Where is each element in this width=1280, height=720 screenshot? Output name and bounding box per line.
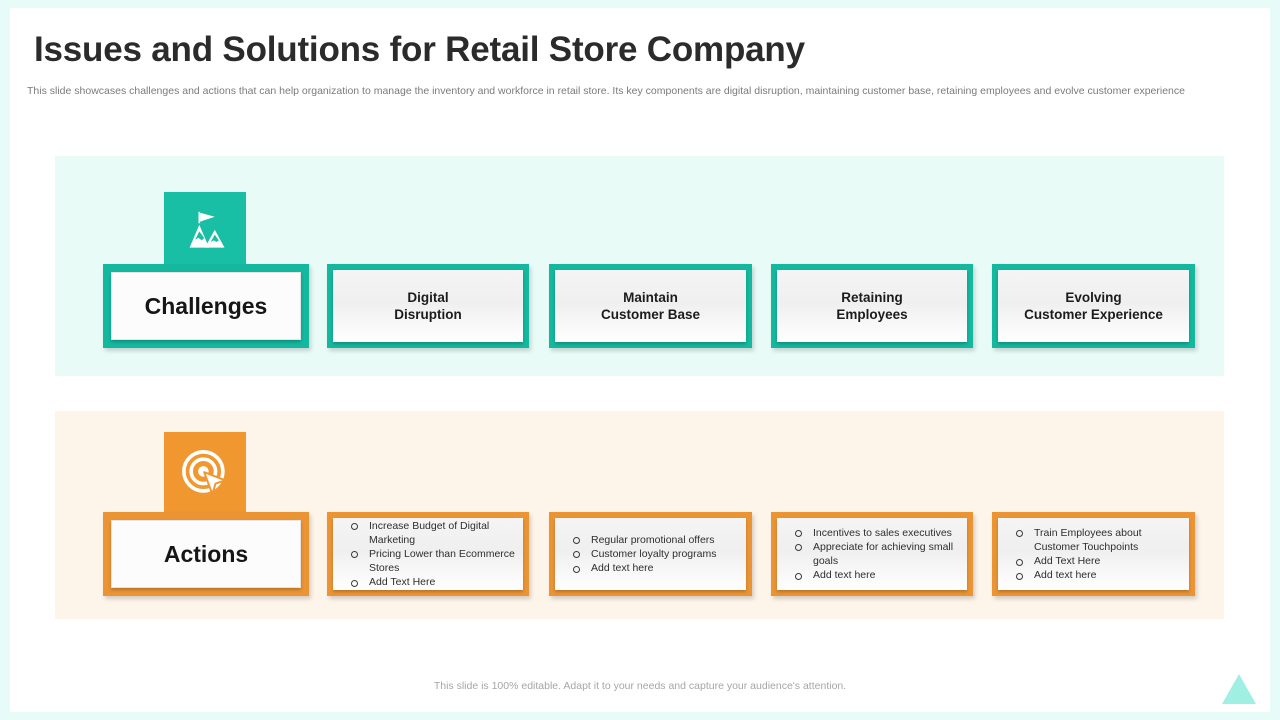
challenges-label-box[interactable]: Challenges [103, 264, 309, 348]
slide-canvas: Issues and Solutions for Retail Store Co… [10, 8, 1270, 712]
list-item: Add text here [569, 561, 716, 575]
challenge-topic-2-line1: Maintain [623, 290, 678, 305]
action-list-2: Regular promotional offers Customer loya… [569, 533, 716, 576]
footer-note: This slide is 100% editable. Adapt it to… [433, 680, 847, 692]
challenge-topic-4-inner: Evolving Customer Experience [998, 270, 1189, 342]
action-column-3[interactable]: Incentives to sales executives Appreciat… [771, 512, 973, 596]
challenge-topic-1-line1: Digital [407, 290, 449, 305]
challenge-topic-3-inner: Retaining Employees [777, 270, 967, 342]
challenge-topic-1-line2: Disruption [394, 307, 462, 322]
list-item: Add text here [1012, 568, 1183, 582]
page-subtitle: This slide showcases challenges and acti… [27, 85, 1185, 97]
challenges-label: Challenges [144, 292, 268, 319]
target-cursor-icon [164, 432, 246, 514]
action-column-4-inner: Train Employees about Customer Touchpoin… [998, 518, 1189, 590]
actions-label-inner: Actions [111, 520, 301, 588]
challenge-topic-3-text: Retaining Employees [836, 289, 907, 323]
action-list-4: Train Employees about Customer Touchpoin… [1012, 526, 1183, 583]
challenge-topic-3[interactable]: Retaining Employees [771, 264, 973, 348]
list-item: Add text here [791, 568, 961, 582]
challenge-topic-2[interactable]: Maintain Customer Base [549, 264, 752, 348]
challenges-label-inner: Challenges [111, 272, 301, 340]
list-item: Add Text Here [1012, 554, 1183, 568]
list-item: Incentives to sales executives [791, 526, 961, 540]
action-column-2[interactable]: Regular promotional offers Customer loya… [549, 512, 752, 596]
action-column-3-inner: Incentives to sales executives Appreciat… [777, 518, 967, 590]
challenge-topic-4-line1: Evolving [1065, 290, 1122, 305]
action-column-1-inner: Increase Budget of Digital Marketing Pri… [333, 518, 523, 590]
challenge-topic-4-text: Evolving Customer Experience [1024, 289, 1163, 323]
action-column-4[interactable]: Train Employees about Customer Touchpoin… [992, 512, 1195, 596]
actions-label-box[interactable]: Actions [103, 512, 309, 596]
challenge-topic-2-inner: Maintain Customer Base [555, 270, 746, 342]
page-title: Issues and Solutions for Retail Store Co… [34, 30, 805, 69]
challenge-topic-3-line1: Retaining [841, 290, 903, 305]
challenge-topic-3-line2: Employees [836, 307, 908, 322]
list-item: Add Text Here [347, 575, 517, 589]
actions-label: Actions [163, 540, 249, 567]
action-column-1[interactable]: Increase Budget of Digital Marketing Pri… [327, 512, 529, 596]
list-item: Customer loyalty programs [569, 547, 716, 561]
list-item: Regular promotional offers [569, 533, 716, 547]
list-item: Increase Budget of Digital Marketing [347, 519, 517, 547]
challenge-topic-2-text: Maintain Customer Base [601, 289, 700, 323]
triangle-watermark-icon [1222, 674, 1256, 704]
challenge-topic-2-line2: Customer Base [600, 307, 701, 322]
challenge-topic-4[interactable]: Evolving Customer Experience [992, 264, 1195, 348]
action-column-2-inner: Regular promotional offers Customer loya… [555, 518, 746, 590]
challenge-topic-1-text: Digital Disruption [394, 289, 462, 323]
action-list-1: Increase Budget of Digital Marketing Pri… [347, 519, 517, 590]
challenge-topic-4-line2: Customer Experience [1024, 307, 1163, 322]
challenge-topic-1-inner: Digital Disruption [333, 270, 523, 342]
list-item: Appreciate for achieving small goals [791, 540, 961, 568]
action-list-3: Incentives to sales executives Appreciat… [791, 526, 961, 583]
list-item: Train Employees about Customer Touchpoin… [1012, 526, 1183, 554]
list-item: Pricing Lower than Ecommerce Stores [347, 547, 517, 575]
mountain-flag-icon [164, 192, 246, 274]
challenge-topic-1[interactable]: Digital Disruption [327, 264, 529, 348]
